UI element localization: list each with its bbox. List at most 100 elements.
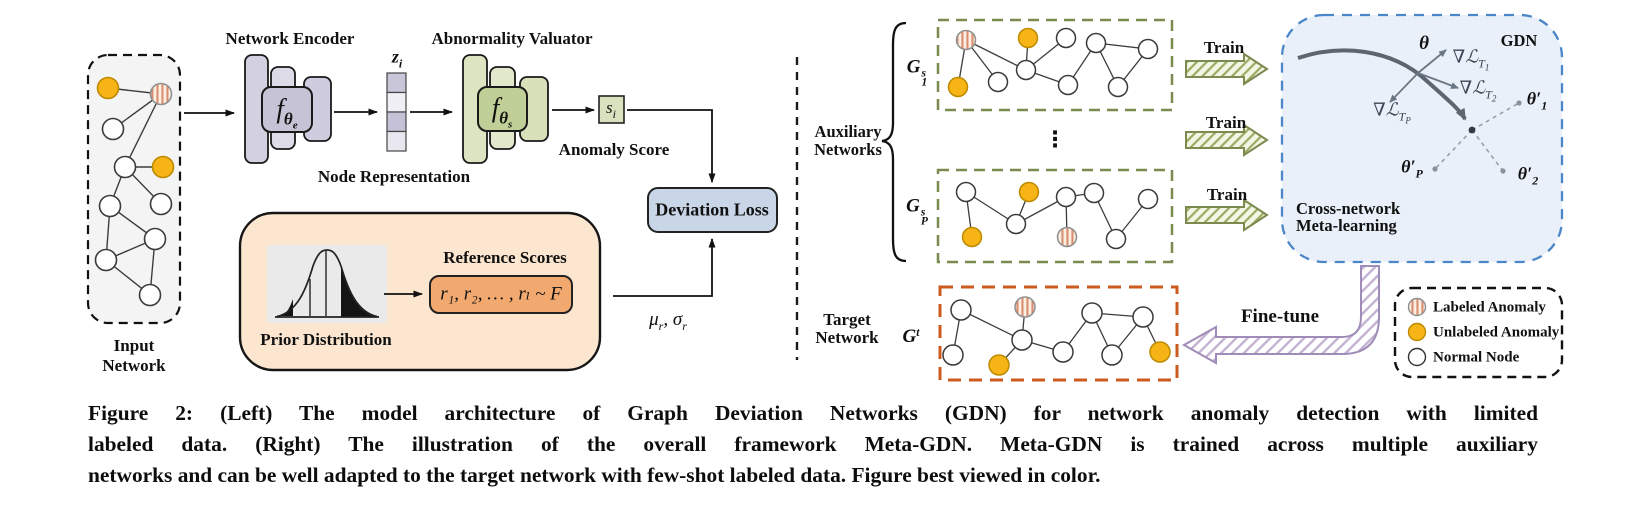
target-g-label: Gt (902, 326, 920, 347)
theta1-label: θ′1 (1526, 88, 1548, 113)
caption-line-2: labeled data. (Right) The illustration o… (88, 432, 1538, 457)
legend-label-unlabeled: Unlabeled Anomaly (1433, 324, 1560, 341)
unlabeled-anomaly-node (151, 155, 175, 179)
normal-node (149, 192, 173, 216)
aux1-nodes (947, 27, 1159, 98)
normal-node (1132, 306, 1154, 328)
legend-box (1393, 286, 1564, 379)
normal-node-icon (1407, 347, 1427, 367)
thetap-label: θ′P (1401, 156, 1423, 181)
caption-line-1: Figure 2: (Left) The model architecture … (88, 401, 1538, 425)
architecture-diagram (86, 13, 1564, 382)
theta2-label: θ′2 (1517, 163, 1539, 188)
auxiliary-label-2: Networks (814, 140, 882, 159)
input-network-label-2: Network (102, 356, 166, 375)
meta-learning-label-2: Meta-learning (1296, 216, 1397, 235)
labeled-anomaly-node (1014, 296, 1036, 318)
reference-scores-box (429, 275, 573, 314)
score-label: si (606, 98, 616, 121)
normal-node (1057, 74, 1079, 96)
meta-learning-label-1: Cross-network (1296, 199, 1401, 218)
theta-label: θ (1419, 33, 1429, 54)
legend-label-normal: Normal Node (1433, 349, 1520, 366)
grad-t1-label: ∇ℒT1 (1452, 46, 1490, 73)
normal-node (98, 194, 122, 218)
grad-tp-label: ∇ℒTP (1373, 99, 1411, 126)
auxiliary-network-1-box (936, 18, 1174, 112)
valuator-fn-box (477, 86, 528, 132)
unlabeled-anomaly-node (1017, 27, 1039, 49)
normal-node (955, 181, 977, 203)
normal-node (1083, 182, 1105, 204)
normal-node (1137, 38, 1159, 60)
theta1-point (1516, 100, 1522, 106)
theta2-point (1500, 168, 1506, 174)
target-nodes (942, 296, 1171, 376)
train-label-2: Train (1205, 113, 1247, 132)
normal-node (1005, 213, 1027, 235)
anomaly-score-label: Anomaly Score (558, 140, 670, 159)
deviation-loss-box (647, 187, 778, 233)
reference-formula: r₁, r₂, … , rₗ ~ F (440, 283, 562, 305)
figure-caption: Figure 2: (Left) The model architecture … (88, 398, 1538, 492)
labeled-anomaly-node (955, 29, 977, 51)
valuator-fn-label: fθs (491, 92, 513, 131)
arrow-score-to-loss (627, 109, 716, 183)
unlabeled-anomaly-node (96, 76, 120, 100)
auxp-nodes (955, 181, 1159, 250)
normal-node (1107, 76, 1129, 98)
train-arrow-2 (1185, 123, 1269, 157)
normal-node (1052, 341, 1074, 363)
arrow-reference-to-loss (613, 238, 716, 297)
target-network-box (938, 285, 1179, 382)
labeled-anomaly-node (149, 82, 173, 106)
legend-label-labeled: Labeled Anomaly (1433, 299, 1546, 316)
theta-point (1468, 126, 1476, 134)
auxiliary-brace (881, 21, 907, 263)
gdn-region (1280, 13, 1564, 264)
normal-node (1055, 27, 1077, 49)
normal-node (94, 248, 118, 272)
normal-node (1137, 188, 1159, 210)
normal-node (143, 227, 167, 251)
normal-node (942, 344, 964, 366)
mu-sigma-label: μr, σr (649, 309, 687, 333)
normal-node (1011, 329, 1033, 351)
unlabeled-anomaly-node (1018, 181, 1040, 203)
meta-gradient-curve (1297, 48, 1467, 121)
node-representation-label: Node Representation (317, 167, 471, 186)
train-label-1: Train (1203, 38, 1245, 57)
auxiliary-label-1: Auxiliary (814, 122, 882, 141)
normal-node (950, 299, 972, 321)
normal-node (113, 155, 137, 179)
normal-node (1101, 344, 1123, 366)
normal-node (1015, 59, 1037, 81)
node-representation-vector (386, 72, 407, 152)
target-label-2: Network (815, 328, 879, 347)
input-network-label-1: Input (113, 336, 155, 355)
deviation-loss-label: Deviation Loss (655, 199, 769, 220)
finetune-label: Fine-tune (1240, 306, 1320, 327)
caption-line-3: networks and can be well adapted to the … (88, 463, 1101, 488)
task-gradient-arrows (1389, 49, 1459, 103)
reference-scores-label: Reference Scores (443, 248, 567, 267)
encoder-fn-label: fθe (276, 93, 298, 132)
finetune-arrow (1181, 265, 1380, 365)
unlabeled-anomaly-node (947, 76, 969, 98)
auxiliary-network-p-box (936, 168, 1174, 264)
normal-node (1081, 302, 1103, 324)
thetap-point (1432, 166, 1438, 172)
normal-node (1105, 228, 1127, 250)
labeled-anomaly-node (1056, 226, 1078, 248)
abnormality-valuator-block (462, 54, 549, 164)
normal-node (987, 71, 1009, 93)
encoder-fn-box (261, 86, 313, 133)
anomaly-score-cell (598, 95, 625, 124)
gdn-tag: GDN (1500, 31, 1538, 50)
network-encoder-block (244, 54, 332, 164)
normal-node (1055, 186, 1077, 208)
valuator-title: Abnormality Valuator (431, 29, 593, 48)
